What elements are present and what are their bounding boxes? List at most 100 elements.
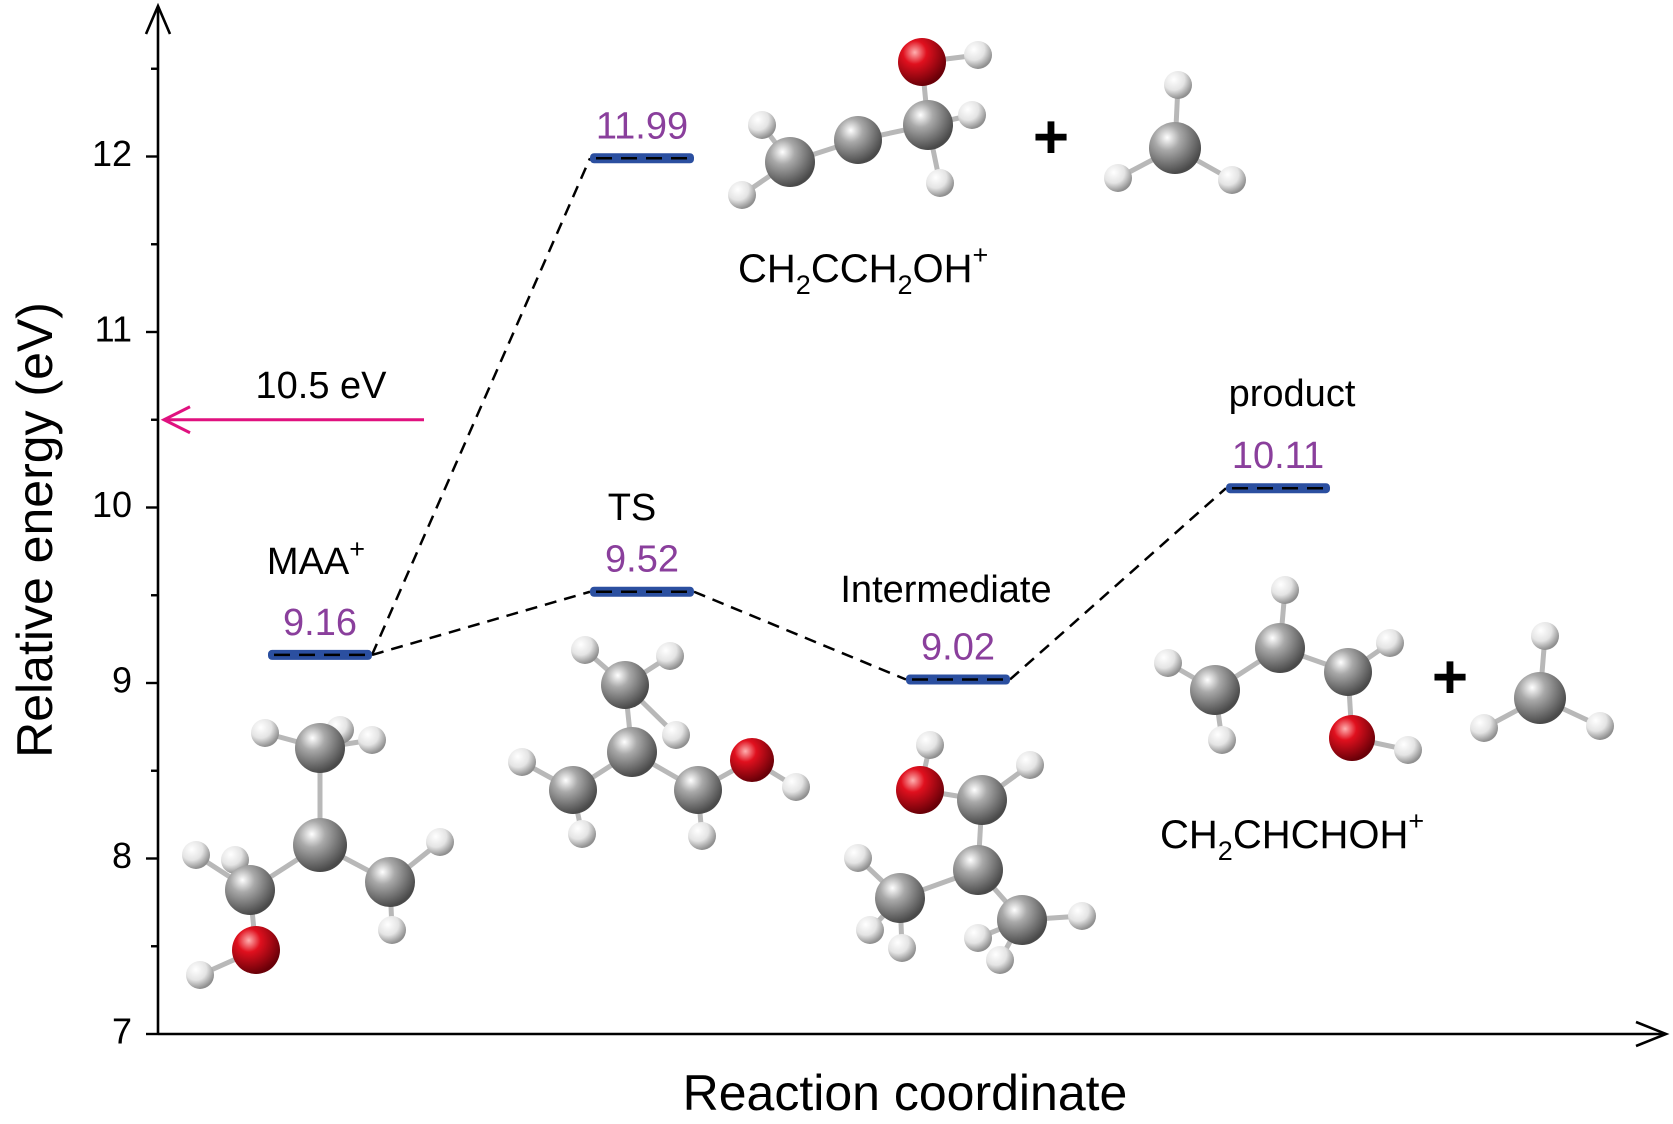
hydrogen-atom	[571, 636, 599, 664]
carbon-atom	[674, 766, 722, 814]
x-axis-title: Reaction coordinate	[683, 1065, 1128, 1121]
carbon-atom	[1324, 648, 1372, 696]
molecule-maa	[182, 716, 454, 989]
hydrogen-atom	[182, 841, 210, 869]
molecule-ts	[508, 636, 810, 850]
hydrogen-atom	[958, 101, 986, 129]
hydrogen-atom	[1531, 622, 1559, 650]
carbon-atom	[957, 775, 1007, 825]
carbon-atom	[997, 895, 1047, 945]
axes	[144, 2, 1670, 1048]
hydrogen-atom	[986, 946, 1014, 974]
carbon-atom	[765, 137, 815, 187]
carbon-atom	[607, 727, 657, 777]
oxygen-atom	[896, 766, 944, 814]
plus-sign-upper: +	[1033, 103, 1069, 172]
y-tick-label: 10	[92, 484, 132, 525]
oxygen-atom	[1329, 715, 1375, 761]
path-ts-to-intermediate	[693, 590, 907, 681]
y-tick-label: 9	[112, 660, 132, 701]
hydrogen-atom	[1586, 712, 1614, 740]
hydrogen-atom	[378, 916, 406, 944]
reaction-paths	[370, 157, 1227, 681]
hydrogen-atom	[1376, 629, 1404, 657]
hydrogen-atom	[186, 961, 214, 989]
level-bar-ch2cch2oh	[590, 153, 694, 164]
hydrogen-atom	[1208, 726, 1236, 754]
level-bar-intermediate	[906, 674, 1010, 685]
ionization-arrow: 10.5 eV	[160, 365, 424, 435]
y-tick-label: 7	[112, 1011, 132, 1052]
oxygen-atom	[232, 926, 280, 974]
carbon-atom	[295, 723, 345, 773]
hydrogen-atom	[844, 844, 872, 872]
path-maa-to-ts	[371, 590, 591, 657]
carbon-atom	[365, 857, 415, 907]
carbon-atom	[875, 873, 925, 923]
energy-value-ch2cch2oh: 11.99	[596, 105, 688, 147]
hydrogen-atom	[358, 726, 386, 754]
carbon-atom	[1190, 665, 1240, 715]
hydrogen-atom	[1016, 751, 1044, 779]
product-label: product	[1229, 373, 1356, 415]
carbon-atom	[601, 661, 649, 709]
hydrogen-atom	[856, 916, 884, 944]
hydrogen-atom	[251, 719, 279, 747]
oxygen-atom	[730, 738, 774, 782]
carbon-atom	[953, 845, 1003, 895]
hydrogen-atom	[688, 822, 716, 850]
y-ticks: 7 8 9 10 11 12	[92, 67, 158, 1052]
formula-ch2cch2oh: CH2CCH2OH+	[738, 240, 988, 300]
oxygen-atom	[898, 38, 946, 86]
path-maa-to-ch2cch2oh	[370, 157, 592, 656]
level-bar-ts	[590, 586, 694, 597]
hydrogen-atom	[1154, 649, 1182, 677]
hydrogen-atom	[1218, 166, 1246, 194]
intermediate-label: Intermediate	[840, 569, 1051, 611]
hydrogen-atom	[1104, 164, 1132, 192]
hydrogen-atom	[728, 181, 756, 209]
carbon-atom	[549, 766, 597, 814]
hydrogen-atom	[964, 41, 992, 69]
hydrogen-atom	[748, 111, 776, 139]
x-axis-arrowhead	[1635, 1020, 1670, 1048]
level-bar-maa	[268, 649, 372, 660]
carbon-atom	[293, 818, 347, 872]
molecule-ch2cch2oh	[728, 38, 992, 209]
energy-value-ts: 9.52	[605, 539, 679, 581]
carbon-atom	[1255, 623, 1305, 673]
hydrogen-atom	[1394, 736, 1422, 764]
carbon-atom	[1149, 122, 1201, 174]
energy-levels: 9.16 9.52 9.02 10.11 11.99	[268, 105, 1330, 685]
y-tick-label: 8	[112, 835, 132, 876]
molecule-methyl-upper	[1104, 71, 1246, 194]
y-axis-arrowhead	[144, 2, 172, 35]
hydrogen-atom	[964, 924, 992, 952]
ionization-energy-label: 10.5 eV	[256, 365, 388, 407]
carbon-atom	[834, 116, 882, 164]
hydrogen-atom	[1164, 71, 1192, 99]
formula-ch2chchoh: CH2CHCHOH+	[1160, 806, 1424, 866]
energy-value-intermediate: 9.02	[921, 626, 995, 668]
hydrogen-atom	[568, 820, 596, 848]
hydrogen-atom	[782, 773, 810, 801]
hydrogen-atom	[916, 731, 944, 759]
ts-label: TS	[608, 487, 657, 529]
hydrogen-atom	[1271, 576, 1299, 604]
y-tick-label: 11	[95, 309, 132, 350]
y-axis-title: Relative energy (eV)	[7, 302, 63, 758]
hydrogen-atom	[656, 642, 684, 670]
carbon-atom	[225, 865, 275, 915]
energy-value-maa: 9.16	[283, 602, 357, 644]
hydrogen-atom	[888, 934, 916, 962]
y-tick-label: 12	[92, 133, 132, 174]
hydrogen-atom	[926, 169, 954, 197]
energy-value-product: 10.11	[1232, 435, 1324, 477]
hydrogen-atom	[508, 748, 536, 776]
hydrogen-atom	[426, 828, 454, 856]
molecule-methyl-lower	[1470, 622, 1614, 742]
hydrogen-atom	[1068, 902, 1096, 930]
level-bar-product	[1226, 483, 1330, 494]
carbon-atom	[903, 100, 953, 150]
